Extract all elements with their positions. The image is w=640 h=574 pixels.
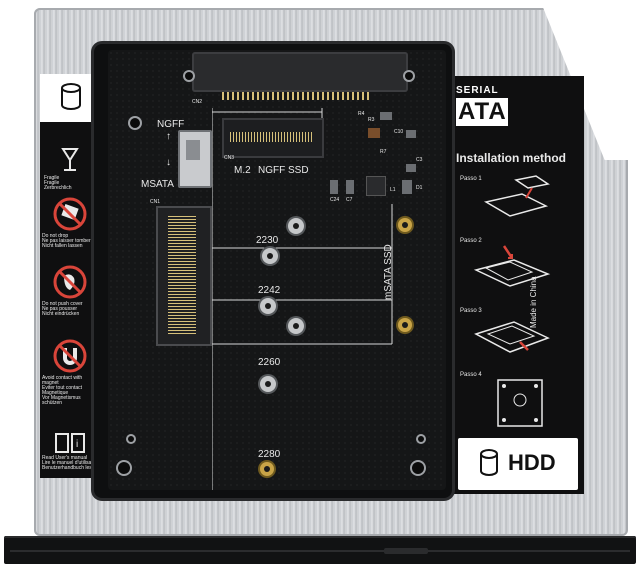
connector-screw-hole [185,72,193,80]
silk-c3: C3 [416,157,423,163]
standoff-2280 [260,462,274,476]
smd-component [406,130,416,138]
slot-2242-label: 2242 [258,285,281,296]
silk-r3: R3 [368,117,375,123]
hdd-badge [458,438,578,490]
standoff-msata-bottom [398,318,412,332]
step1-diagram [483,175,550,217]
hdd-text: HDD [508,450,556,475]
passo3-text: Passo 3 [460,308,482,314]
eject-button [384,548,428,554]
manual-text: Read User's manual Lire le manuel d'util… [42,455,100,471]
silk-cn3: CN3 [224,155,235,161]
msata-ssd-label: mSATA SSD [383,244,394,300]
sata-connector [192,52,408,92]
standoff-msata-lower [288,318,304,334]
slot-2230-label: 2230 [256,235,279,246]
drop-text: Do not drop Ne pas laisser tomber Nicht … [42,233,91,249]
silk-d1: D1 [416,185,423,191]
silk-c7: C7 [346,197,353,203]
ngff-ssd-label: NGFF SSD [258,165,309,176]
switch-ngff-label: NGFF [157,119,185,130]
silk-cn1: CN1 [150,199,161,205]
switch-arrow-up: ↑ [166,131,171,142]
standoff-msata-mid [288,218,304,234]
ata-badge [456,98,508,126]
tray-mount-hole [412,462,424,474]
smd-component [406,164,416,172]
smd-component [346,180,354,194]
m2-label: M.2 [234,165,251,176]
ata-text: ATA [458,98,507,125]
installation-title: Installation method [456,151,567,165]
smd-component [330,180,338,194]
smd-component [366,176,386,196]
tray-mount-hole [418,436,424,442]
mode-switch-knob [186,140,200,160]
passo2-text: Passo 2 [460,238,482,244]
silk-c10: C10 [394,129,404,135]
no-drop-icon [53,197,87,231]
ngff-socket-pins [230,132,314,142]
connector-screw-hole [405,72,413,80]
svg-text:i: i [76,439,78,450]
no-push-icon [53,265,87,299]
made-in-text: Made in China [529,276,538,328]
serial-text: SERIAL [456,85,499,96]
smd-component [402,180,412,194]
smd-component [368,128,380,138]
bezel-groove [10,550,630,552]
glass-icon [61,148,79,171]
slot-2260-label: 2260 [258,357,281,368]
standoff-2260 [260,376,276,392]
passo1-text: Passo 1 [460,176,482,182]
silk-l1: L1 [390,187,396,193]
standoff-msata-top [398,218,412,232]
smd-component [380,112,392,120]
tray-mount-hole [118,462,130,474]
no-magnet-icon [53,339,87,373]
fragile-text: Fragile Fragile Zerbrechlich [44,175,72,191]
hdd-cylinder-icon [480,449,498,476]
silk-r4: R4 [358,111,365,117]
tray-mount-hole [128,436,134,442]
msata-socket-pins [168,216,196,334]
silk-c24: C24 [330,197,340,203]
silk-cn2: CN2 [192,99,203,105]
magnet-text: Avoid contact with magnet Eviter tout co… [42,375,83,406]
step4-diagram [497,379,543,427]
mode-switch[interactable] [178,130,212,188]
passo4-text: Passo 4 [460,372,482,378]
silk-r7: R7 [380,149,387,155]
step3-diagram [474,321,550,353]
manual-icon: i [55,433,85,453]
left-label-header [40,74,100,122]
standoff-2242 [260,298,276,314]
sata-pins [222,92,372,100]
slot-length-guides [212,108,393,490]
step2-diagram [473,245,551,287]
switch-arrow-down: ↓ [166,157,171,168]
push-text: Do not push cover Ne pas pousser Nicht e… [42,301,83,317]
tray-mount-hole [130,118,140,128]
standoff-2230 [262,248,278,264]
switch-msata-label: MSATA [141,179,174,190]
hdd-cylinder-icon [61,83,81,110]
slot-2280-label: 2280 [258,449,281,460]
